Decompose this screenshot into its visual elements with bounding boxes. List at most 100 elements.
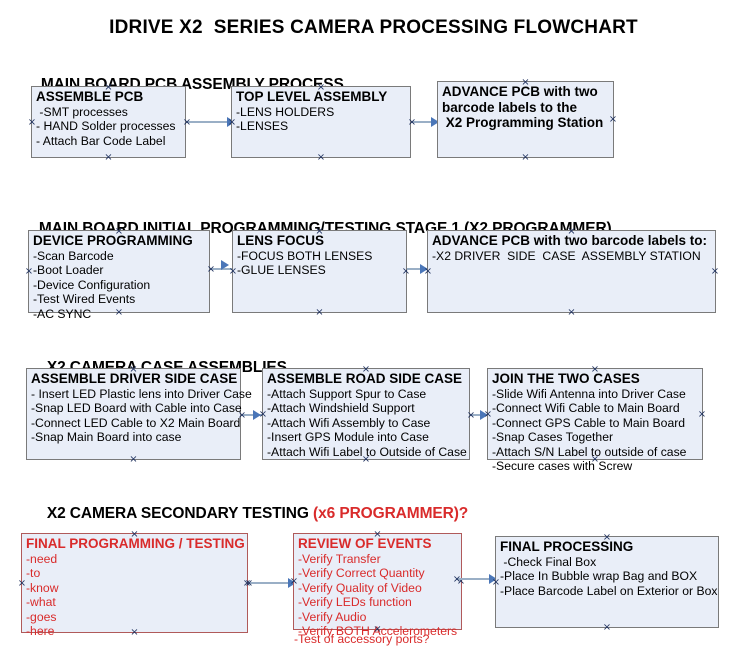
node-body: LENS FOCUS -FOCUS BOTH LENSES -GLUE LENS… [233, 231, 406, 278]
connection-handle[interactable] [207, 265, 216, 274]
node-line: -here [26, 624, 55, 639]
node-line: -what [26, 595, 56, 610]
node-body: DEVICE PROGRAMMING -Scan Barcode -Boot L… [29, 231, 209, 321]
node-top-level-assembly[interactable]: TOP LEVEL ASSEMBLY -LENS HOLDERS -LENSES [231, 86, 411, 158]
node-body: ASSEMBLE DRIVER SIDE CASE - Insert LED P… [27, 369, 252, 445]
node-lens-focus[interactable]: LENS FOCUS -FOCUS BOTH LENSES -GLUE LENS… [232, 230, 407, 313]
connection-handle-left[interactable] [28, 118, 37, 127]
node-join-the-two-cases[interactable]: JOIN THE TWO CASES -Slide Wifi Antenna i… [484, 365, 703, 473]
connection-handle-bottom[interactable] [315, 308, 324, 317]
node-title: ADVANCE PCB with two [442, 84, 598, 99]
node-final-programming-testing[interactable]: FINAL PROGRAMMING / TESTING -need -to -k… [18, 530, 248, 638]
connection-handle-left[interactable] [259, 410, 268, 419]
connector-arrow [221, 260, 229, 270]
connection-handle-top[interactable] [567, 227, 576, 236]
connection-handle-top[interactable] [130, 530, 139, 539]
connection-handle[interactable] [408, 118, 417, 127]
node-title: REVIEW OF EVENTS [298, 536, 432, 551]
node-body: ADVANCE PCB with two barcode labels to: … [428, 231, 715, 263]
node-line: -need [26, 551, 58, 566]
connection-handle-bottom[interactable] [373, 625, 382, 634]
connection-handle-bottom[interactable] [129, 455, 138, 464]
node-line: -Snap LED Board with Cable into Case [31, 401, 242, 416]
connection-handle[interactable] [183, 118, 192, 127]
connection-handle-top[interactable] [115, 227, 124, 236]
node-assemble-driver-side-case[interactable]: ASSEMBLE DRIVER SIDE CASE - Insert LED P… [26, 365, 252, 460]
connection-handle-left[interactable] [229, 267, 238, 276]
node-line: barcode labels to the [442, 99, 578, 115]
connection-handle-top[interactable] [603, 533, 612, 542]
connection-handle-bottom[interactable] [115, 308, 124, 317]
connection-handle-bottom[interactable] [317, 153, 326, 162]
connection-handle-left[interactable] [424, 267, 433, 276]
connection-handle-left[interactable] [492, 578, 501, 587]
node-line: -know [26, 580, 59, 595]
node-line: -Attach Support Spur to Case [267, 386, 427, 401]
connection-handle-top[interactable] [362, 365, 371, 374]
node-line: -goes [26, 609, 57, 624]
node-advance-pcb-programming-station[interactable]: ADVANCE PCB with two barcode labels to t… [437, 81, 614, 158]
connection-handle-left[interactable] [290, 577, 299, 586]
connection-handle[interactable] [467, 411, 476, 420]
node-line: - HAND Solder processes [36, 119, 176, 134]
node-title: DEVICE PROGRAMMING [33, 233, 193, 248]
connection-handle-bottom[interactable] [130, 628, 139, 637]
connection-handle-bottom[interactable] [521, 153, 530, 162]
connection-handle[interactable] [453, 575, 462, 584]
connection-handle[interactable] [245, 579, 254, 588]
node-line: -Attach Wifi Label to Outside of Case [267, 444, 467, 459]
node-line: -Connect LED Cable to X2 Main Board [31, 415, 241, 430]
node-assemble-pcb[interactable]: ASSEMBLE PCB -SMT processes - HAND Solde… [31, 86, 186, 158]
connection-handle-top[interactable] [317, 83, 326, 92]
connection-handle-left[interactable] [25, 267, 34, 276]
node-body: REVIEW OF EVENTS -Verify Transfer -Verif… [294, 534, 461, 639]
connection-handle-bottom[interactable] [567, 308, 576, 317]
connection-handle[interactable] [238, 411, 247, 420]
node-body: ASSEMBLE ROAD SIDE CASE -Attach Support … [263, 369, 469, 459]
connection-handle-top[interactable] [315, 227, 324, 236]
node-title: ASSEMBLE PCB [36, 89, 144, 104]
node-final-processing[interactable]: FINAL PROCESSING -Check Final Box -Place… [495, 536, 719, 628]
node-title: ASSEMBLE DRIVER SIDE CASE [31, 371, 238, 386]
connection-handle-top[interactable] [591, 365, 600, 374]
connector-review-of-events-to-final-processing [456, 578, 495, 580]
node-device-programming[interactable]: DEVICE PROGRAMMING -Scan Barcode -Boot L… [25, 227, 210, 321]
node-line: -Connect Wifi Cable to Main Board [492, 401, 680, 416]
connector-driver-side-to-road-side [241, 414, 263, 416]
node-line: -GLUE LENSES [237, 263, 326, 278]
connection-handle-top[interactable] [104, 83, 113, 92]
connection-handle-right[interactable] [609, 115, 618, 124]
connection-handle-bottom[interactable] [104, 153, 113, 162]
connection-handle-right[interactable] [698, 410, 707, 419]
connector-top-level-assembly-to-advance-pcb [411, 121, 435, 123]
node-line: X2 Programming Station [442, 115, 604, 130]
node-title: FINAL PROGRAMMING / TESTING [26, 536, 245, 551]
node-line: -Verify Transfer [298, 551, 381, 566]
node-line: - Insert LED Plastic lens into Driver Ca… [31, 386, 252, 401]
node-title: ADVANCE PCB with two barcode labels to: [432, 233, 708, 248]
node-line: -LENSES [236, 119, 289, 134]
connection-handle-bottom[interactable] [603, 623, 612, 632]
connection-handle-right[interactable] [711, 267, 720, 276]
node-line: -Slide Wifi Antenna into Driver Case [492, 386, 686, 401]
node-line: -Verify BOTH Accelerometers [298, 624, 458, 639]
node-title: LENS FOCUS [237, 233, 325, 248]
connection-handle-top[interactable] [129, 365, 138, 374]
node-body: TOP LEVEL ASSEMBLY -LENS HOLDERS -LENSES [232, 87, 410, 134]
node-line: -Boot Loader [33, 263, 104, 278]
connector-final-programming-to-review-of-events [248, 582, 294, 584]
connection-handle-top[interactable] [521, 78, 530, 87]
connection-handle-bottom[interactable] [362, 455, 371, 464]
node-advance-pcb-driver-side-case[interactable]: ADVANCE PCB with two barcode labels to: … [427, 230, 716, 313]
connection-handle-left[interactable] [484, 410, 493, 419]
node-assemble-road-side-case[interactable]: ASSEMBLE ROAD SIDE CASE -Attach Support … [262, 368, 470, 460]
node-review-of-events[interactable]: REVIEW OF EVENTS -Verify Transfer -Verif… [290, 530, 462, 646]
connection-handle-top[interactable] [373, 530, 382, 539]
connection-handle-bottom[interactable] [591, 455, 600, 464]
node-body: FINAL PROCESSING -Check Final Box -Place… [496, 537, 718, 598]
node-line: -FOCUS BOTH LENSES [237, 248, 373, 263]
node-line: -Attach Windshield Support [267, 401, 415, 416]
connection-handle-left[interactable] [18, 579, 27, 588]
connection-handle-left[interactable] [228, 118, 237, 127]
node-body: FINAL PROGRAMMING / TESTING -need -to -k… [22, 534, 247, 639]
